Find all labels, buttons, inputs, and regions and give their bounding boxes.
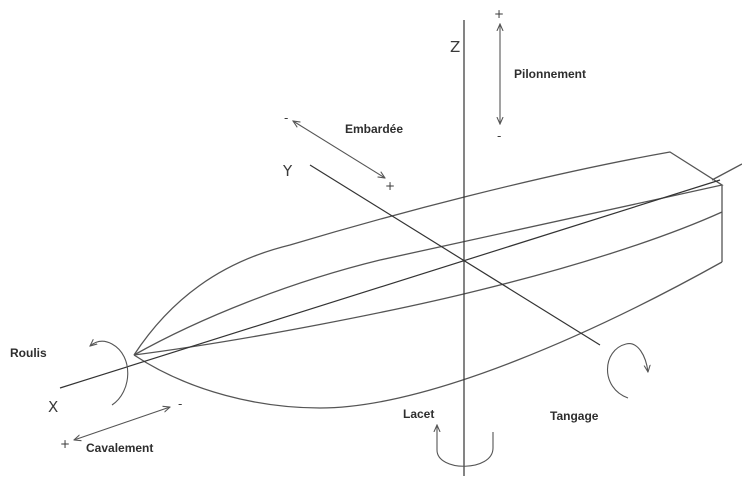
- yaw-rotation-arrow: [437, 425, 494, 467]
- sway-arrow: [293, 121, 385, 178]
- hull-stern-edge: [711, 163, 742, 181]
- sway-label: Embardée: [345, 122, 403, 136]
- surge-minus-sign: -: [178, 397, 182, 411]
- sway-indicator: - + Embardée: [284, 111, 403, 193]
- heave-indicator: + - Pilonnement: [494, 7, 586, 143]
- axis-label-y: Y: [282, 162, 293, 180]
- heave-plus-sign: +: [494, 7, 504, 21]
- axis-label-z: Z: [450, 38, 460, 56]
- axis-label-x: X: [48, 398, 58, 416]
- hull-deck-outline: [133, 151, 724, 356]
- hull-keel-line: [133, 211, 723, 356]
- axes: Z Y X: [48, 20, 721, 476]
- yaw-indicator: Lacet: [403, 407, 494, 467]
- sway-plus-sign: +: [385, 179, 395, 193]
- surge-indicator: - + Cavalement: [60, 397, 182, 455]
- heave-label: Pilonnement: [514, 67, 586, 81]
- surge-plus-sign: +: [60, 437, 70, 451]
- pitch-label: Tangage: [550, 409, 599, 423]
- yaw-label: Lacet: [403, 407, 434, 421]
- surge-arrow: [74, 407, 170, 440]
- x-axis-line: [59, 179, 721, 389]
- heave-minus-sign: -: [497, 129, 501, 143]
- ship-hull: [133, 151, 742, 409]
- pitch-indicator: Tangage: [550, 343, 649, 423]
- y-axis-line: [309, 164, 601, 346]
- roll-label: Roulis: [10, 346, 47, 360]
- surge-label: Cavalement: [86, 441, 153, 455]
- sway-minus-sign: -: [284, 111, 288, 125]
- hull-bottom-curve: [133, 261, 723, 409]
- pitch-rotation-arrow: [606, 343, 649, 399]
- roll-rotation-arrow: [90, 341, 129, 406]
- roll-indicator: Roulis: [10, 341, 129, 406]
